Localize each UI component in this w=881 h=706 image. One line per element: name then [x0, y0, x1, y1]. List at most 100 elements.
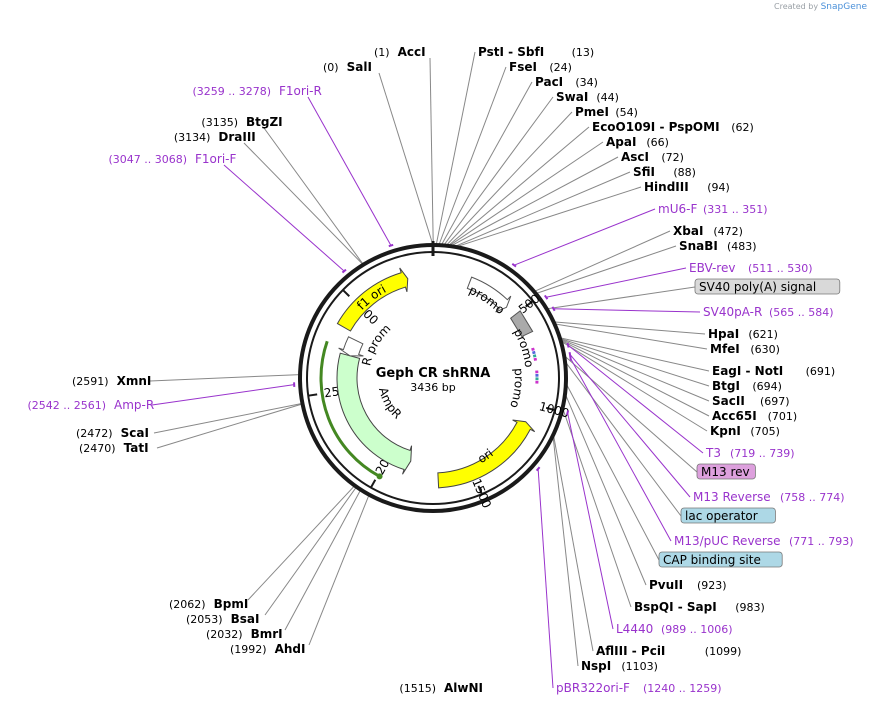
label-swai[interactable]: SwaI(44) [556, 90, 619, 104]
label-hindiii[interactable]: HindIII(94) [644, 180, 730, 194]
label-alwni[interactable]: AlwNI(1515) [399, 681, 483, 695]
label-position: (13) [572, 46, 595, 59]
label-position: (923) [697, 579, 727, 592]
backbone-tick [369, 479, 377, 489]
label-hpai[interactable]: HpaI(621) [708, 327, 778, 341]
map-center: Geph CR shRNA 3436 bp [376, 366, 491, 394]
label-position: (621) [748, 328, 778, 341]
label-name: BmrI [251, 627, 283, 641]
label-m13-reverse[interactable]: M13 Reverse(758 .. 774) [693, 490, 845, 504]
label-sacii[interactable]: SacII(697) [712, 394, 790, 408]
label-nspi[interactable]: NspI(1103) [581, 659, 658, 673]
label-xbai[interactable]: XbaI(472) [673, 224, 743, 238]
created-by-credit: Created by SnapGene [774, 2, 867, 12]
label-sv40pa-r[interactable]: SV40pA-R(565 .. 584) [703, 305, 834, 319]
annotation-labels[interactable]: PstI - SbfI(13)FseI(24)PacI(34)SwaI(44)P… [27, 45, 853, 695]
sv40-polya-feature[interactable] [509, 310, 534, 338]
label-ahdi[interactable]: AhdI(1992) [230, 642, 305, 656]
label-psti-sbfi[interactable]: PstI - SbfI(13) [478, 45, 594, 59]
label-asci[interactable]: AscI(72) [621, 150, 684, 164]
label-kpni[interactable]: KpnI(705) [710, 424, 780, 438]
label-t3[interactable]: T3(719 .. 739) [705, 446, 795, 460]
leader-line [307, 96, 392, 246]
leader-line [560, 338, 710, 402]
leader-line [447, 126, 590, 247]
label-xmni[interactable]: XmnI(2591) [72, 374, 151, 388]
leader-line [455, 186, 642, 248]
feature-u6-promoter[interactable] [466, 276, 512, 313]
label-ecoo109i-pspomi[interactable]: EcoO109I - PspOMI(62) [592, 120, 754, 134]
label-name: SfiI [633, 165, 655, 179]
label-eagi-noti[interactable]: EagI - NotI(691) [712, 364, 835, 378]
label-name: F1ori-F [195, 152, 236, 166]
label-position: (1240 .. 1259) [643, 682, 722, 695]
feature-ampr[interactable] [336, 352, 413, 475]
label-name: BtgI [712, 379, 740, 393]
label-bmri[interactable]: BmrI (2032) [206, 627, 283, 641]
leader-line [429, 57, 434, 246]
label-btgzi[interactable]: BtgZI(3135) [201, 115, 282, 129]
label-sali[interactable]: SalI(0) [323, 60, 372, 74]
label-apai[interactable]: ApaI(66) [606, 135, 669, 149]
label-acc65i[interactable]: Acc65I(701) [712, 409, 797, 423]
feature-f1-ori[interactable] [336, 267, 409, 332]
leader-line [378, 72, 434, 246]
primer-mark [568, 352, 572, 357]
label-ebv-rev[interactable]: EBV-rev(511 .. 530) [689, 261, 813, 275]
label-name: AccI [398, 45, 426, 59]
label-lac-operator[interactable]: lac operator [680, 507, 776, 524]
label-m13-rev[interactable]: M13 rev [696, 463, 756, 480]
label-pmei[interactable]: PmeI(54) [575, 105, 638, 119]
label-position: (691) [806, 365, 836, 378]
feature-ampr-promoter[interactable] [338, 336, 364, 357]
leader-line [563, 355, 698, 473]
label-name: ApaI [606, 135, 636, 149]
label-position: (3134) [174, 131, 211, 144]
label-fsei[interactable]: FseI(24) [509, 60, 572, 74]
leader-line [243, 142, 364, 266]
label-btgi[interactable]: BtgI(694) [712, 379, 782, 393]
label-position: (989 .. 1006) [661, 623, 733, 636]
label-afliii-pcii[interactable]: AflIII - PciI(1099) [596, 644, 741, 658]
site-stripe [532, 350, 536, 355]
label-mfei[interactable]: MfeI(630) [710, 342, 780, 356]
label-cap-binding-site[interactable]: CAP binding site [658, 551, 783, 568]
feature-label-ampr: AmpR [376, 386, 404, 422]
label-position: (565 .. 584) [769, 306, 834, 319]
label-sv40-poly-a-signal[interactable]: SV40 poly(A) signal [694, 278, 841, 295]
label-position: (771 .. 793) [789, 535, 854, 548]
leader-line [284, 489, 362, 631]
label-acci[interactable]: AccI(1) [374, 45, 426, 59]
leader-line [560, 339, 710, 417]
label-f1ori-r[interactable]: F1ori-R(3259 .. 3278) [192, 84, 321, 98]
leader-line [553, 308, 701, 313]
label-pbr322ori-f[interactable]: pBR322ori-F(1240 .. 1259) [556, 681, 722, 695]
label-draiii[interactable]: DraIII (3134) [174, 130, 256, 144]
label-bpmi[interactable]: BpmI(2062) [169, 597, 248, 611]
leader-line [149, 374, 301, 382]
label-mu6-f[interactable]: mU6-F(331 .. 351) [658, 202, 768, 216]
label-snabi[interactable]: SnaBI(483) [679, 239, 757, 253]
label-name: DraIII [218, 130, 255, 144]
label-bsai[interactable]: BsaI(2053) [186, 612, 259, 626]
label-tati[interactable]: TatI(2470) [79, 441, 149, 455]
primer-mark [341, 268, 347, 274]
label-amp-r[interactable]: Amp-R(2542 .. 2561) [27, 398, 154, 412]
label-position: (705) [750, 425, 780, 438]
leader-line [564, 360, 682, 517]
label-pvuii[interactable]: PvuII (923) [649, 578, 727, 592]
feature-ori[interactable] [437, 419, 536, 489]
plasmid-length: 3436 bp [410, 381, 455, 394]
label-paci[interactable]: PacI(34) [535, 75, 598, 89]
label-position: (2032) [206, 628, 243, 641]
label-scai[interactable]: ScaI(2472) [76, 426, 149, 440]
leader-line [535, 245, 677, 295]
label-position: (24) [549, 61, 572, 74]
feature-label-ampr-promoter: AmpR promoter [0, 0, 393, 367]
label-f1ori-f[interactable]: F1ori-F(3047 .. 3068) [108, 152, 236, 166]
label-l4440[interactable]: L4440(989 .. 1006) [616, 622, 733, 636]
label-sfii[interactable]: SfiI(88) [633, 165, 696, 179]
label-name: PvuII [649, 578, 683, 592]
label-bspqi-sapi[interactable]: BspQI - SapI(983) [634, 600, 765, 614]
label-m13-puc-reverse[interactable]: M13/pUC Reverse(771 .. 793) [674, 534, 854, 548]
